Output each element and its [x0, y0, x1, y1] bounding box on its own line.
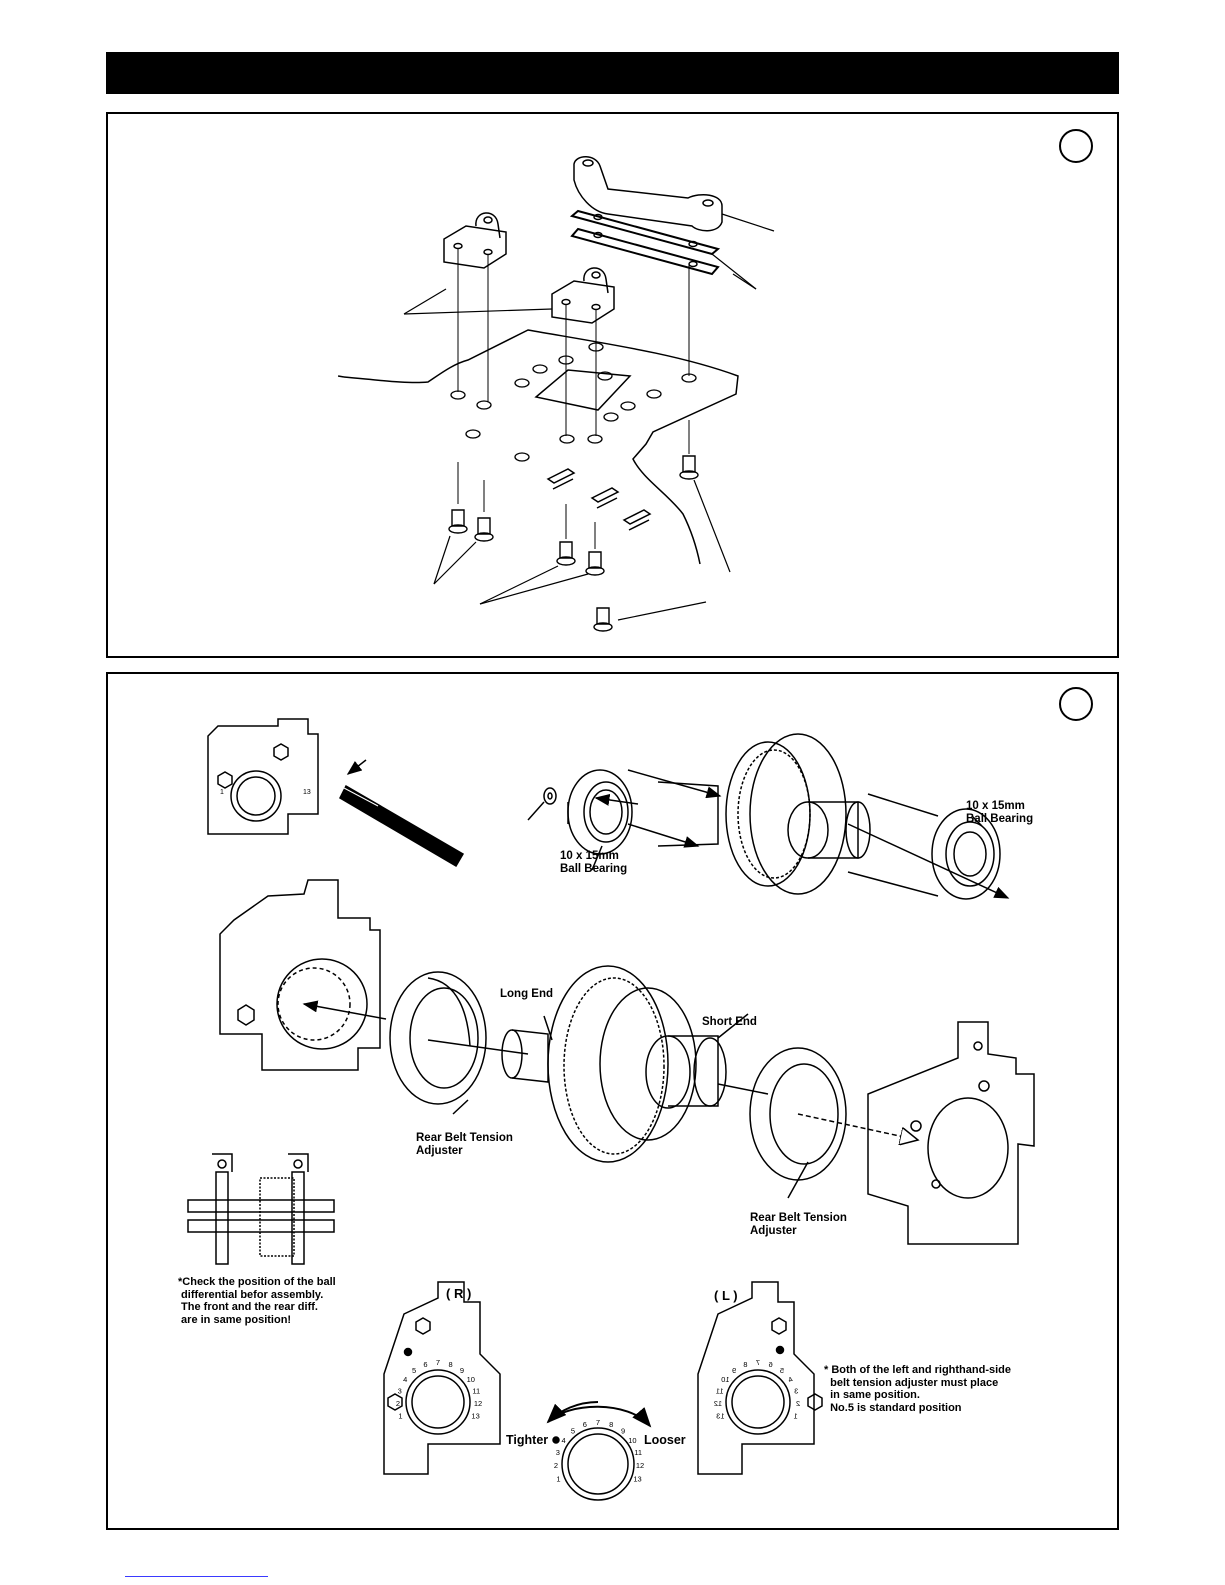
- section-title-bar: [106, 52, 1119, 94]
- dial-l-number: 9: [732, 1366, 736, 1375]
- dial-l-number: 3: [794, 1387, 798, 1396]
- dial-housing-r: [383, 1281, 501, 1475]
- dial-center-number: 5: [571, 1426, 575, 1435]
- dial-l-number: 4: [789, 1375, 793, 1384]
- label-short-end: Short End: [702, 1016, 757, 1028]
- dial-housing-l: [697, 1281, 823, 1475]
- label-tighter: Tighter: [506, 1433, 549, 1447]
- dial-center-number: 8: [609, 1420, 613, 1429]
- dial-center-number: 9: [621, 1426, 625, 1435]
- dial-center-number: 6: [583, 1420, 587, 1429]
- tension-adjuster-right: [749, 1047, 918, 1181]
- step-panel-differential-assembly: 1 13: [106, 672, 1119, 1530]
- dial-r-number: 5: [412, 1366, 416, 1375]
- dial-l-number: 2: [796, 1399, 800, 1408]
- dial-r-number: 1: [398, 1412, 402, 1421]
- dial-center-number: 2: [554, 1461, 558, 1470]
- label-l: ( L ): [714, 1288, 738, 1303]
- upper-diff-assembly: [527, 733, 1010, 900]
- adjuster-with-tool: 1 13: [207, 718, 465, 868]
- tension-scale-dial: [546, 1401, 652, 1501]
- middle-diff-pulley: [501, 965, 769, 1163]
- diff-side-view: [187, 1153, 335, 1265]
- dial-center-number: 10: [628, 1436, 636, 1445]
- note-both-adjusters: * Both of the left and righthand-side be…: [824, 1364, 1011, 1414]
- dial-l-number: 11: [716, 1387, 724, 1396]
- dial-l-number: 12: [714, 1399, 722, 1408]
- dial-r-number: 10: [467, 1375, 475, 1384]
- dial-center-number: 12: [636, 1461, 644, 1470]
- dial-r-number: 3: [398, 1387, 402, 1396]
- footer-link-underline: [125, 1576, 268, 1577]
- dial-r-number: 8: [449, 1360, 453, 1369]
- dial-r-number: 9: [460, 1366, 464, 1375]
- chassis-mount-diagram: [337, 156, 775, 632]
- dial-center-number: 7: [596, 1418, 600, 1427]
- label-bearing-left: 10 x 15mm Ball Bearing: [560, 850, 628, 875]
- label-r: ( R ): [446, 1286, 472, 1301]
- svg-text:13: 13: [303, 789, 311, 796]
- dial-center-number: 4: [562, 1436, 566, 1445]
- dial-r-number: 13: [471, 1412, 479, 1421]
- dial-r-number: 7: [436, 1358, 440, 1367]
- dial-l-number: 10: [721, 1375, 729, 1384]
- dial-center-number: 1: [556, 1474, 560, 1483]
- label-tension-adjuster-right: Rear Belt Tension Adjuster: [750, 1212, 847, 1237]
- label-tension-adjuster-left: Rear Belt Tension Adjuster: [416, 1132, 513, 1157]
- dial-r-number: 11: [472, 1387, 480, 1396]
- label-looser: Looser: [644, 1433, 686, 1447]
- dial-l-number: 13: [716, 1412, 724, 1421]
- step-number-circle: [1059, 687, 1093, 721]
- dial-center-number: 13: [633, 1474, 641, 1483]
- dial-l-number: 6: [769, 1360, 773, 1369]
- dial-l-number: 1: [794, 1412, 798, 1421]
- left-housing: [219, 879, 387, 1071]
- dial-l-number: 7: [756, 1358, 760, 1367]
- dial-r-number: 2: [396, 1399, 400, 1408]
- step-number-circle: [1059, 129, 1093, 163]
- tension-adjuster-left: [389, 971, 529, 1105]
- dial-center-number: 3: [556, 1448, 560, 1457]
- label-bearing-right: 10 x 15mm Ball Bearing: [966, 800, 1034, 825]
- dial-center-number: 11: [634, 1448, 642, 1457]
- step-panel-chassis-mounts: [106, 112, 1119, 658]
- dial-r-number: 12: [474, 1399, 482, 1408]
- differential-assembly-diagram: 1 13: [187, 718, 1035, 1501]
- dial-r-number: 6: [423, 1360, 427, 1369]
- svg-text:1: 1: [220, 789, 224, 796]
- label-long-end: Long End: [500, 988, 554, 1000]
- right-housing: [867, 1021, 1035, 1245]
- dial-l-number: 8: [743, 1360, 747, 1369]
- note-check-position: *Check the position of the ball differen…: [178, 1276, 336, 1326]
- dial-r-number: 4: [403, 1375, 407, 1384]
- dial-l-number: 5: [780, 1366, 784, 1375]
